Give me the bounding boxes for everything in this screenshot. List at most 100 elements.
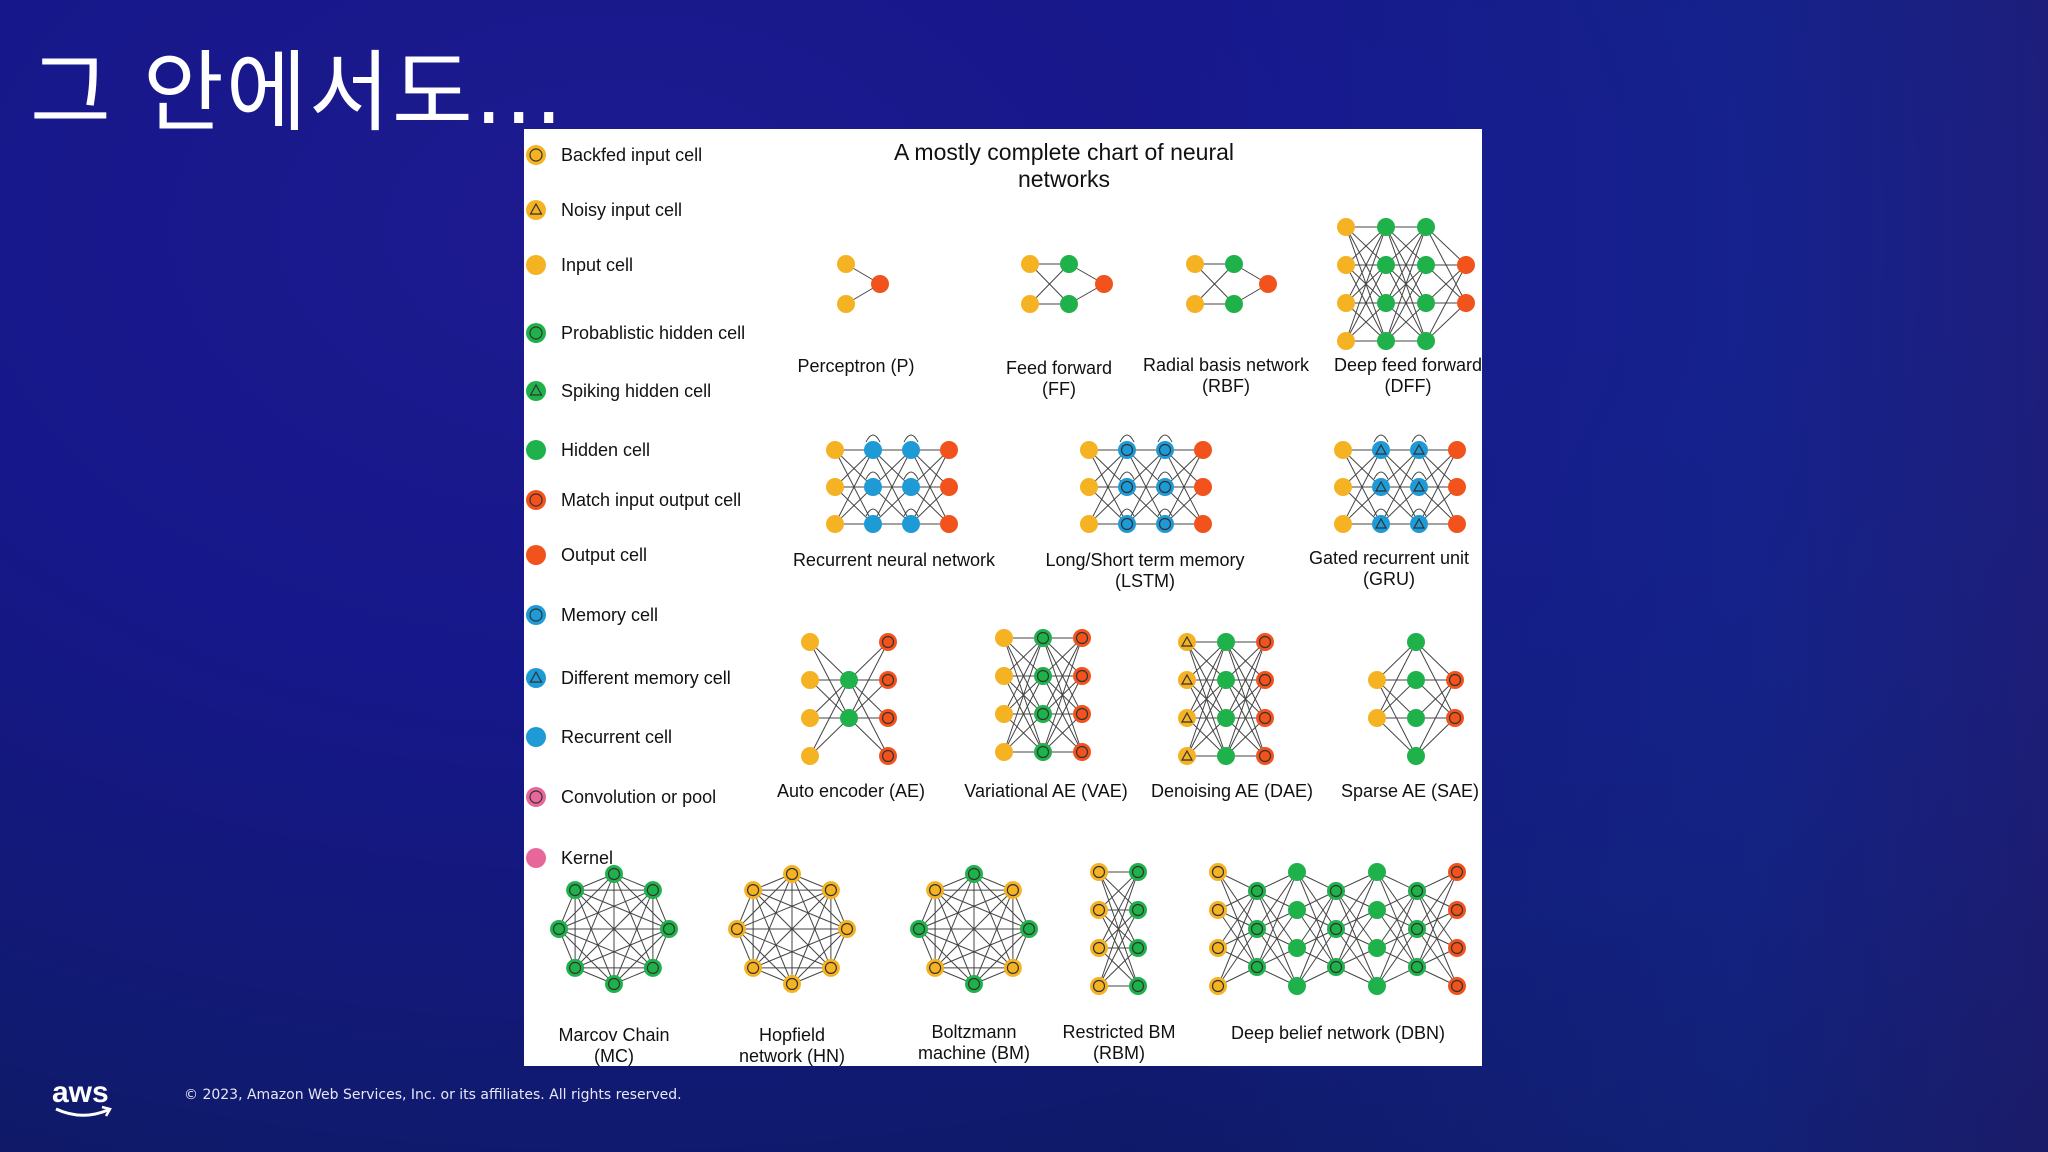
lstm-network (1080, 434, 1212, 533)
hopfield-network-node (744, 881, 763, 900)
restricted-bm-network-node (1090, 863, 1108, 881)
network-label: Radial basis network(RBF) (1142, 355, 1310, 396)
deep-feed-forward-network-node (1417, 218, 1435, 236)
rnn-network-node (902, 441, 920, 459)
markov-chain-network-node (660, 920, 678, 938)
copyright-footer: © 2023, Amazon Web Services, Inc. or its… (184, 1087, 682, 1103)
rnn-network-node (826, 478, 844, 496)
boltzmann-machine-network-node (926, 958, 945, 977)
sparse-ae-network-node (1446, 671, 1464, 689)
lstm-network-node (1194, 478, 1212, 496)
spiking-hidden-cell-icon (526, 381, 546, 401)
backfed-input-cell-icon (526, 145, 546, 165)
denoising-ae-network-node (1217, 709, 1235, 727)
deep-belief-network-node (1209, 863, 1227, 881)
network-label: Recurrent neural network (792, 550, 996, 570)
feed-forward-network-node (1095, 275, 1113, 293)
deep-belief-network-node (1209, 939, 1227, 957)
perceptron-network-node (837, 255, 855, 273)
restricted-bm-network-node (1129, 939, 1147, 957)
network-label: Variational AE (VAE) (964, 781, 1128, 801)
autoencoder-network-node (840, 709, 858, 727)
deep-belief-network-node (1288, 863, 1306, 881)
sparse-ae-network-node (1407, 747, 1425, 765)
legend-label: Spiking hidden cell (561, 380, 712, 401)
deep-belief-network-node (1327, 920, 1345, 938)
hopfield-network-node (838, 920, 856, 938)
deep-belief-network-node (1448, 863, 1466, 881)
deep-feed-forward-network-node (1337, 294, 1355, 312)
gru-network-node (1410, 515, 1428, 533)
network-label: Deep belief network (DBN) (1230, 1023, 1446, 1043)
legend-label: Backfed input cell (561, 144, 703, 165)
restricted-bm-network (1090, 863, 1147, 995)
convolution-pool-cell-icon (526, 787, 546, 807)
autoencoder-network-node (801, 709, 819, 727)
sparse-ae-network-node (1407, 633, 1425, 651)
gru-network-node (1410, 478, 1428, 496)
gru-network-node (1372, 515, 1390, 533)
deep-feed-forward-network-node (1377, 256, 1395, 274)
network-label: Marcov Chain(MC) (558, 1025, 670, 1066)
deep-belief-network-node (1288, 977, 1306, 995)
feed-forward-network-node (1060, 295, 1078, 313)
network-label: Sparse AE (SAE) (1340, 781, 1480, 801)
variational-ae-network-node (1073, 629, 1091, 647)
restricted-bm-network-node (1090, 939, 1108, 957)
perceptron-network-node (871, 275, 889, 293)
autoencoder-network-node (840, 671, 858, 689)
output-cell-icon (526, 545, 546, 565)
gru-network-node (1448, 515, 1466, 533)
deep-belief-network-node (1368, 977, 1386, 995)
lstm-network-node (1118, 515, 1136, 533)
deep-belief-network-node (1448, 977, 1466, 995)
denoising-ae-network (1178, 633, 1274, 765)
deep-feed-forward-network-node (1457, 256, 1475, 274)
deep-feed-forward-network-node (1377, 332, 1395, 350)
deep-belief-network-node (1327, 958, 1345, 976)
deep-belief-network-node (1209, 977, 1227, 995)
neural-network-chart: A mostly complete chart of neural networ… (524, 129, 1482, 1066)
rbf-network-node (1225, 295, 1243, 313)
deep-belief-network-node (1408, 882, 1426, 900)
markov-chain-network-node (566, 958, 585, 977)
deep-belief-network-node (1368, 939, 1386, 957)
sparse-ae-network-node (1368, 671, 1386, 689)
deep-belief-network-node (1408, 920, 1426, 938)
restricted-bm-network-node (1129, 863, 1147, 881)
markov-chain-network-node (566, 881, 585, 900)
legend-label: Different memory cell (561, 667, 731, 688)
markov-chain-network-node (643, 958, 662, 977)
deep-belief-network-node (1209, 901, 1227, 919)
variational-ae-network-node (1073, 743, 1091, 761)
rnn-network (826, 434, 958, 533)
legend-label: Match input output cell (561, 489, 742, 510)
deep-belief-network-node (1448, 901, 1466, 919)
aws-logo-text: aws (52, 1076, 109, 1109)
legend-label: Probablistic hidden cell (561, 322, 746, 343)
legend-label: Kernel (561, 847, 614, 868)
sparse-ae-network-node (1407, 709, 1425, 727)
network-label: Restricted BM(RBM) (1062, 1022, 1176, 1063)
boltzmann-machine-network-node (1003, 881, 1022, 900)
variational-ae-network (995, 629, 1091, 761)
deep-belief-network-node (1248, 920, 1266, 938)
rnn-network-node (940, 441, 958, 459)
deep-belief-network-node (1368, 901, 1386, 919)
lstm-network-node (1156, 441, 1174, 459)
boltzmann-machine-network-node (1020, 920, 1038, 938)
rbf-network-node (1186, 255, 1204, 273)
autoencoder-network-node (801, 747, 819, 765)
autoencoder-network-node (879, 671, 897, 689)
deep-belief-network-node (1288, 939, 1306, 957)
gru-network-node (1372, 478, 1390, 496)
noisy-input-cell-icon (526, 200, 546, 220)
variational-ae-network-node (1073, 667, 1091, 685)
rbf-network-node (1186, 295, 1204, 313)
input-cell-icon (526, 255, 546, 275)
kernel-cell-icon (526, 848, 546, 868)
legend-label: Convolution or pool (561, 786, 717, 807)
deep-belief-network-node (1248, 882, 1266, 900)
denoising-ae-network-node (1178, 671, 1196, 689)
deep-feed-forward-network-node (1337, 332, 1355, 350)
